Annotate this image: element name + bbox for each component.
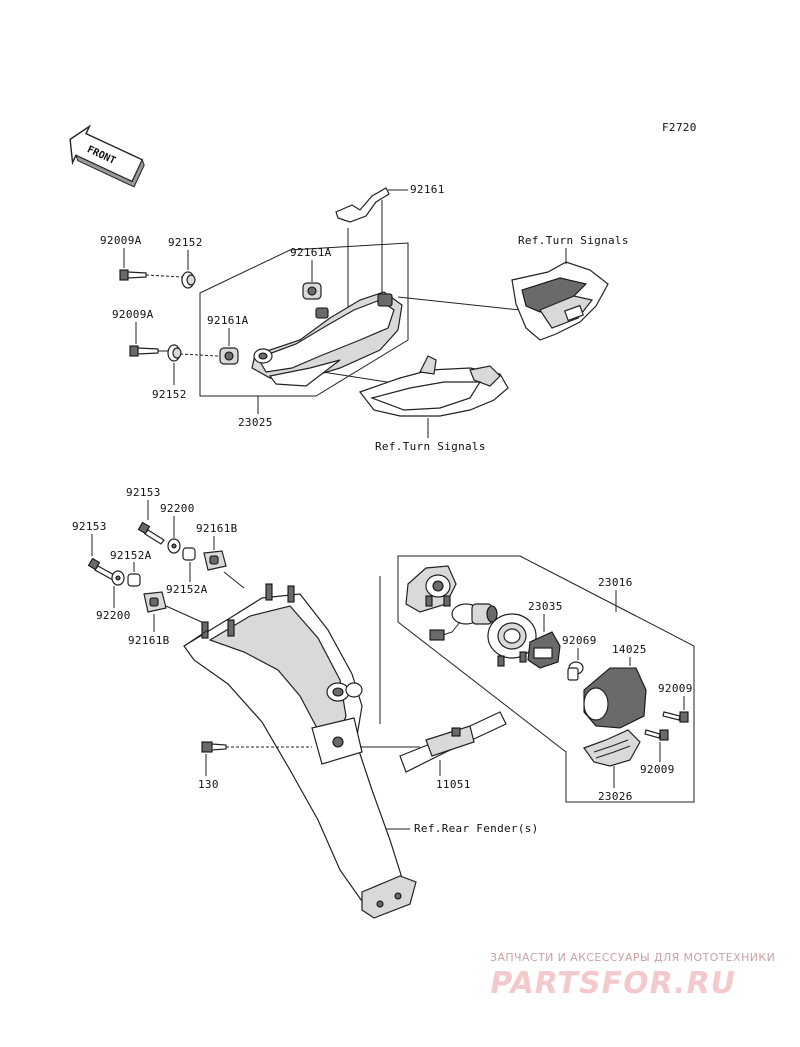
label-ref-turn-signals-lower: Ref.Turn Signals — [375, 440, 486, 453]
tail-lens-14025 — [583, 667, 647, 729]
label-92152a-a: 92152A — [166, 583, 208, 596]
label-92069: 92069 — [562, 634, 597, 647]
grommet-92161a-lower — [219, 347, 239, 365]
label-ref-turn-signals-upper: Ref.Turn Signals — [518, 234, 629, 247]
assembly-23016-outline — [397, 555, 695, 803]
label-11051: 11051 — [436, 778, 471, 791]
reflector-23026 — [583, 729, 641, 767]
lamp-socket-housing — [405, 565, 457, 613]
watermark-logo: PARTSFOR.RU — [486, 966, 739, 1001]
label-92009-b: 92009 — [640, 763, 675, 776]
screw-92009a-lower — [129, 345, 168, 357]
label-14025: 14025 — [612, 643, 647, 656]
bolt-130 — [201, 741, 312, 753]
label-92200-b: 92200 — [96, 609, 131, 622]
label-92161a-upper: 92161A — [290, 246, 332, 259]
label-92153-b: 92153 — [72, 520, 107, 533]
label-92153-a: 92153 — [126, 486, 161, 499]
grommet-92161b-a — [203, 550, 227, 571]
collar-92152a-b — [127, 573, 141, 587]
screw-92009a-upper — [119, 269, 183, 281]
label-92009-a: 92009 — [658, 682, 693, 695]
turn-signal-left — [359, 355, 509, 417]
grommet-92161b-b — [143, 591, 167, 613]
bulb-socket — [429, 603, 498, 641]
label-92161a-lower: 92161A — [207, 314, 249, 327]
label-92009a-lower: 92009A — [112, 308, 154, 321]
front-arrow-icon: FRONT — [69, 124, 145, 188]
grommet-92161a-upper — [302, 282, 322, 300]
label-92161b-a: 92161B — [196, 522, 238, 535]
rear-fender-bracket — [183, 583, 417, 919]
label-92161b-b: 92161B — [128, 634, 170, 647]
label-92161-top: 92161 — [410, 183, 445, 196]
collar-92152-lower — [167, 344, 219, 362]
washer-92200-a — [167, 538, 181, 554]
washer-92200-b — [111, 570, 125, 586]
label-23016: 23016 — [598, 576, 633, 589]
collar-92152-upper — [181, 271, 196, 289]
label-92152a-b: 92152A — [110, 549, 152, 562]
label-23026: 23026 — [598, 790, 633, 803]
bracket-23025 — [251, 291, 403, 387]
connector-92161-top — [335, 187, 408, 223]
screw-92153-b — [87, 557, 117, 581]
connector-clip — [527, 631, 561, 669]
label-92152-upper: 92152 — [168, 236, 203, 249]
label-23025: 23025 — [238, 416, 273, 429]
screw-92009-b — [644, 729, 669, 741]
watermark-subtitle: ЗАПЧАСТИ И АКСЕССУАРЫ ДЛЯ МОТОТЕХНИКИ — [490, 951, 776, 964]
label-92152-lower: 92152 — [152, 388, 187, 401]
label-130: 130 — [198, 778, 219, 791]
collar-92152a-a — [182, 547, 196, 561]
label-23035: 23035 — [528, 600, 563, 613]
label-92200-a: 92200 — [160, 502, 195, 515]
screw-92009-a — [662, 711, 689, 723]
turn-signal-right — [511, 261, 609, 341]
bulb-92069 — [567, 661, 584, 681]
license-bracket-11051 — [399, 711, 507, 773]
label-ref-rear-fender: Ref.Rear Fender(s) — [414, 822, 539, 835]
assembly-23025-outline — [199, 242, 409, 397]
figure-code: F2720 — [662, 121, 697, 134]
label-92009a-upper: 92009A — [100, 234, 142, 247]
screw-92153-a — [137, 521, 165, 545]
lens-holder-23035 — [487, 613, 537, 667]
